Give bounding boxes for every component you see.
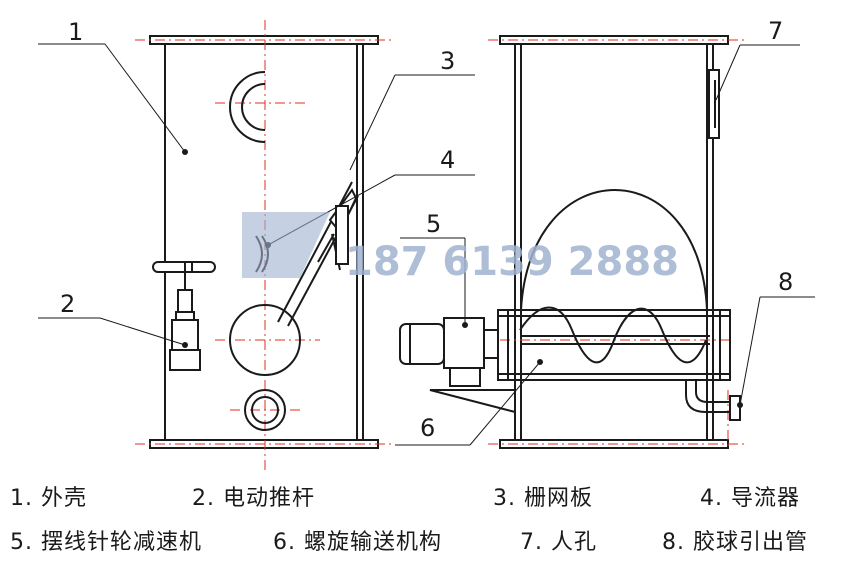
callout-5: 5 (426, 210, 441, 238)
manhole (708, 69, 720, 139)
screw-conveyor (497, 306, 731, 381)
legend-item-2: 2. 电动推杆 (192, 486, 315, 511)
legend-item-8: 8. 胶球引出管 (662, 530, 808, 555)
callout-6: 6 (420, 414, 435, 442)
hinge-bar (152, 261, 216, 273)
callout-7: 7 (768, 17, 783, 45)
legend-item-5: 5. 摆线针轮减速机 (10, 530, 202, 555)
callout-1: 1 (68, 18, 83, 46)
watermark-phone: 187 6139 2888 (345, 239, 679, 285)
bottom-opening (244, 389, 286, 431)
callout-8: 8 (778, 268, 793, 296)
legend-item-6: 6. 螺旋输送机构 (273, 530, 442, 555)
callout-4: 4 (440, 146, 455, 174)
callout-3: 3 (440, 47, 455, 75)
legend-item-7: 7. 人孔 (520, 530, 597, 555)
callout-2: 2 (60, 290, 75, 318)
cycloid-reducer (399, 317, 516, 414)
grid-dome (520, 189, 708, 311)
top-half-ring (229, 71, 266, 143)
electric-push-rod (169, 272, 201, 371)
watermark: 187 6139 2888 (242, 212, 679, 285)
legend-item-1: 1. 外壳 (10, 486, 87, 511)
legend-item-4: 4. 导流器 (700, 486, 800, 511)
leader-lines (38, 43, 815, 446)
legend-item-3: 3. 栅网板 (493, 486, 593, 511)
watermark-logo-icon (242, 212, 330, 278)
large-opening (229, 304, 301, 376)
